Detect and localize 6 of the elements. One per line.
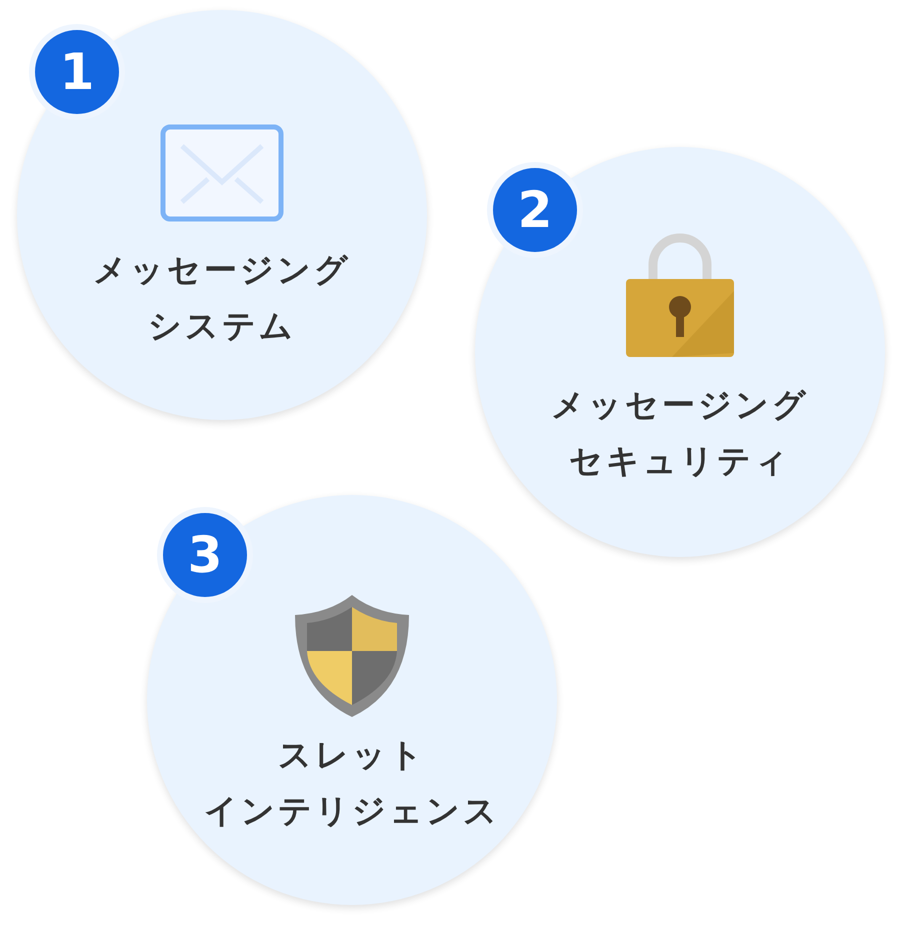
feature-label: スレットインテリジェンス — [203, 734, 501, 832]
number-badge: 2 — [487, 162, 583, 258]
feature-label: メッセージングシステム — [92, 249, 352, 347]
number-badge: 1 — [29, 24, 125, 120]
feature-label: メッセージングセキュリティ — [550, 384, 810, 482]
number-badge: 3 — [157, 507, 253, 603]
